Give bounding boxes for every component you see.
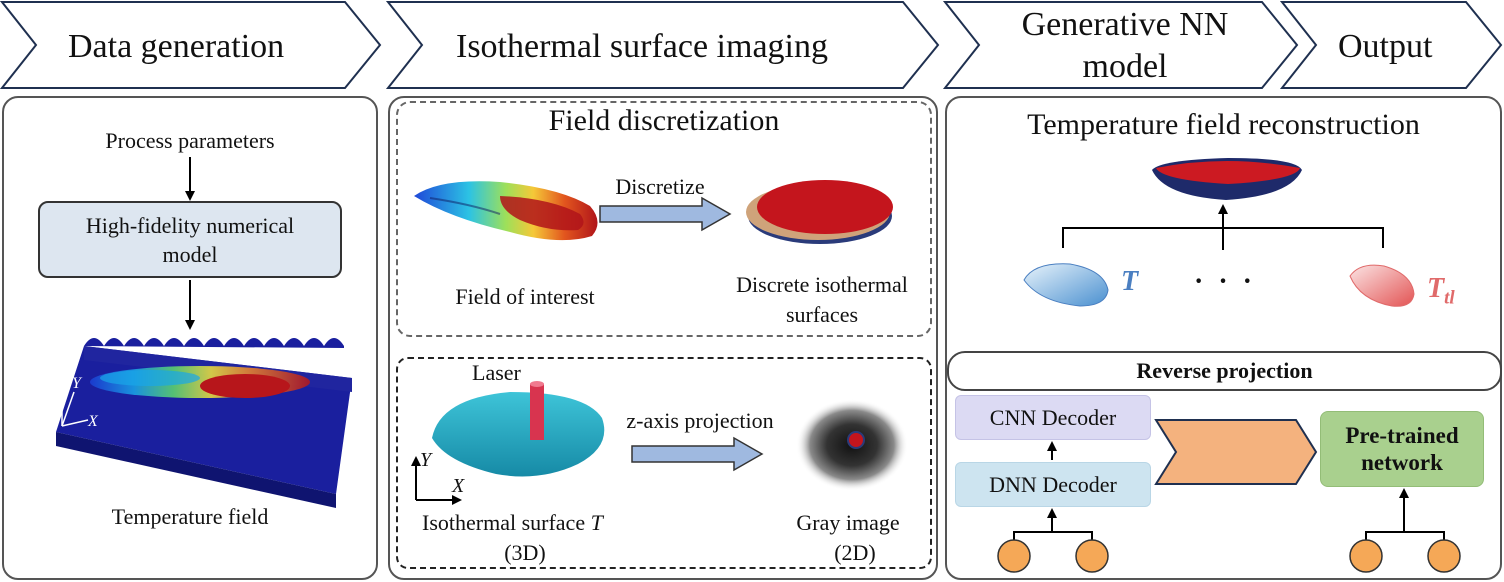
stage-label-generative-nn-line2: model bbox=[1082, 48, 1168, 85]
t-label: T bbox=[1121, 266, 1139, 297]
stage-label-generative-nn-line1: Generative NN bbox=[1021, 6, 1229, 43]
stage-chevron-isothermal-imaging bbox=[385, 0, 940, 89]
pretrained-line2: network bbox=[1361, 450, 1443, 475]
ellipsis-dots: · · · bbox=[1194, 266, 1257, 297]
projection-box bbox=[396, 357, 932, 569]
discrete-surfaces-line1: Discrete isothermal bbox=[736, 272, 908, 297]
reconstruction-title: Temperature field reconstruction bbox=[1027, 108, 1420, 141]
data-generation-panel bbox=[2, 96, 378, 580]
imaging-axis-x-label: X bbox=[452, 475, 465, 497]
high-fidelity-model-box: High-fidelity numerical model bbox=[38, 201, 342, 278]
stage-chevron-generative-nn bbox=[942, 0, 1299, 89]
dnn-decoder-label: DNN Decoder bbox=[989, 471, 1117, 497]
stage-chevron-output bbox=[1279, 0, 1503, 89]
isothermal-3d-label: (3D) bbox=[504, 540, 546, 565]
model-box-line2: model bbox=[162, 241, 218, 267]
isothermal-surface-label: Isothermal surface T bbox=[422, 510, 603, 536]
field-discretization-box bbox=[396, 101, 932, 337]
discretize-label: Discretize bbox=[615, 174, 705, 199]
temperature-field-label: Temperature field bbox=[111, 504, 269, 529]
isothermal-surface-var: T bbox=[590, 510, 603, 535]
stage-header bbox=[0, 0, 1503, 89]
discrete-surfaces-line2: surfaces bbox=[785, 302, 859, 327]
field-discretization-title: Field discretization bbox=[548, 104, 780, 137]
model-box-line1: High-fidelity numerical bbox=[85, 212, 295, 238]
ttl-subscript: tl bbox=[1444, 287, 1455, 309]
gray-image-label: Gray image bbox=[796, 510, 900, 535]
parameter-transfer-line1: Parameter bbox=[1201, 428, 1271, 447]
stage-chevron-data-generation bbox=[0, 0, 382, 89]
imaging-axis-y-label: Y bbox=[420, 449, 432, 471]
stage-label-data-generation: Data generation bbox=[68, 28, 285, 65]
parameter-transfer-line2: transfer bbox=[1210, 452, 1262, 471]
ttl-main: T bbox=[1427, 273, 1445, 304]
pretrained-line1: Pre-trained bbox=[1345, 423, 1459, 448]
stage-label-output: Output bbox=[1338, 28, 1433, 65]
field-of-interest-label: Field of interest bbox=[455, 284, 595, 309]
stage-label-isothermal-imaging: Isothermal surface imaging bbox=[456, 28, 828, 65]
cnn-decoder-label: CNN Decoder bbox=[989, 404, 1117, 430]
process-parameters-label: Process parameters bbox=[105, 128, 275, 153]
gray-image-2d-label: (2D) bbox=[834, 540, 876, 565]
ttl-label: Ttl bbox=[1427, 273, 1455, 310]
z-axis-projection-label: z-axis projection bbox=[626, 408, 774, 433]
reverse-projection-label: Reverse projection bbox=[1136, 358, 1313, 383]
isothermal-surface-text: Isothermal surface bbox=[422, 510, 586, 535]
imaging-panel bbox=[388, 96, 938, 580]
cnn-decoder-box: CNN Decoder bbox=[955, 395, 1151, 440]
laser-label: Laser bbox=[472, 360, 521, 385]
reverse-projection-bar: Reverse projection bbox=[947, 351, 1502, 391]
pretrained-network-box: Pre-trained network bbox=[1320, 411, 1484, 487]
dnn-decoder-box: DNN Decoder bbox=[955, 462, 1151, 507]
reconstruction-panel bbox=[945, 96, 1502, 580]
